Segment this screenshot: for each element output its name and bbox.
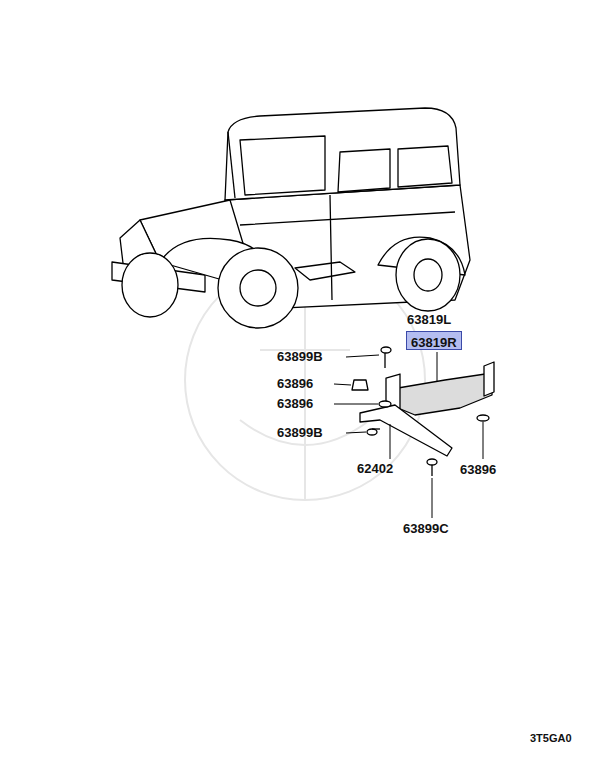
bolt-shank <box>431 465 432 476</box>
nut <box>477 415 489 421</box>
callout-number: 62402 <box>357 461 393 476</box>
bolt-head <box>427 459 437 465</box>
step-on-vehicle <box>295 262 355 280</box>
spare-wheel <box>122 253 178 317</box>
callout-number: 63896 <box>277 376 313 391</box>
soft-top <box>225 108 460 200</box>
rear-hub <box>414 259 442 291</box>
diagram-code: 3T5GA0 <box>530 731 572 746</box>
door-window <box>240 136 325 195</box>
leader-line <box>334 404 378 405</box>
front-wheel <box>218 248 298 328</box>
rear-window <box>398 146 452 187</box>
body-side <box>225 185 470 310</box>
front-hub <box>240 270 276 306</box>
leader-line <box>346 355 379 357</box>
side-window <box>338 149 390 192</box>
part-number: 63819R <box>411 335 457 350</box>
nut <box>379 401 391 407</box>
leader-line <box>334 384 351 385</box>
callout-number: 63819L <box>407 312 451 327</box>
bolt-head <box>381 347 391 353</box>
step-flange-rear <box>484 362 494 396</box>
callout-number: 63899B <box>277 349 323 364</box>
step-bracket <box>360 405 452 456</box>
door-lines <box>240 195 455 300</box>
callout-number: 63899C <box>403 521 449 536</box>
callout-number: 63896 <box>277 396 313 411</box>
highlighted-part-number: 63819R <box>406 331 462 350</box>
leader-line <box>437 352 438 381</box>
callout-number: 63896 <box>460 462 496 477</box>
top-line <box>228 132 235 198</box>
leader-line <box>483 422 484 459</box>
bolt-head <box>367 429 377 435</box>
leader-line <box>346 432 366 433</box>
bolt-shank <box>372 428 380 429</box>
nut <box>352 380 368 390</box>
callout-number: 63899B <box>277 425 323 440</box>
rear-wheel <box>396 239 460 311</box>
step-plate <box>398 373 492 415</box>
leader-line <box>432 478 433 518</box>
bolt-shank <box>384 353 385 368</box>
leader-line <box>390 424 391 459</box>
